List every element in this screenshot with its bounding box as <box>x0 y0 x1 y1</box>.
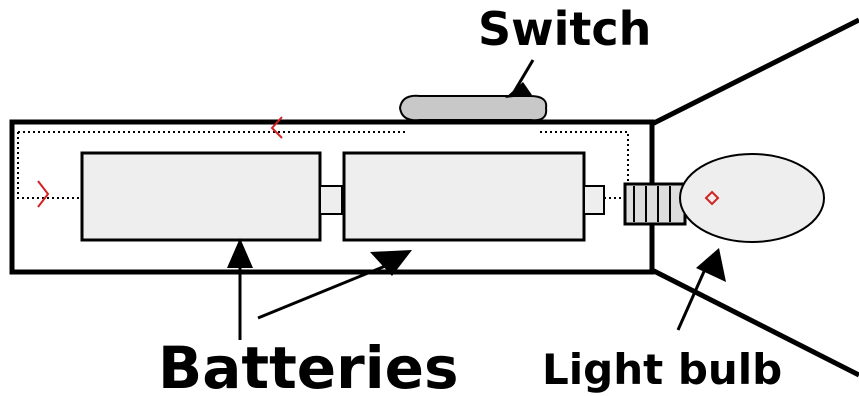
switch-label: Switch <box>478 2 651 56</box>
switch-shape <box>398 94 548 122</box>
batteries-label: Batteries <box>158 334 458 396</box>
reflector-lower-line <box>650 267 859 378</box>
switch-pointer-arrowhead <box>505 82 532 98</box>
bulb-filament-marker <box>704 190 720 206</box>
battery-pointer-arrowhead-2 <box>370 250 412 276</box>
battery-1-terminal <box>319 185 343 215</box>
battery-1 <box>80 151 322 242</box>
battery-2-terminal <box>583 185 605 215</box>
reflector-upper-line <box>650 17 859 127</box>
battery-2 <box>342 151 586 242</box>
battery-pointer-line-2 <box>257 260 396 320</box>
current-arrow-left <box>270 116 283 139</box>
current-arrow-right <box>37 180 50 208</box>
bulb-socket-threads <box>633 186 671 222</box>
light-bulb <box>679 153 825 243</box>
battery-pointer-arrowhead-1 <box>227 238 253 268</box>
bulb-pointer-arrowhead <box>696 248 726 282</box>
light-bulb-label: Light bulb <box>542 345 782 394</box>
switch-pointer-line <box>512 59 535 93</box>
